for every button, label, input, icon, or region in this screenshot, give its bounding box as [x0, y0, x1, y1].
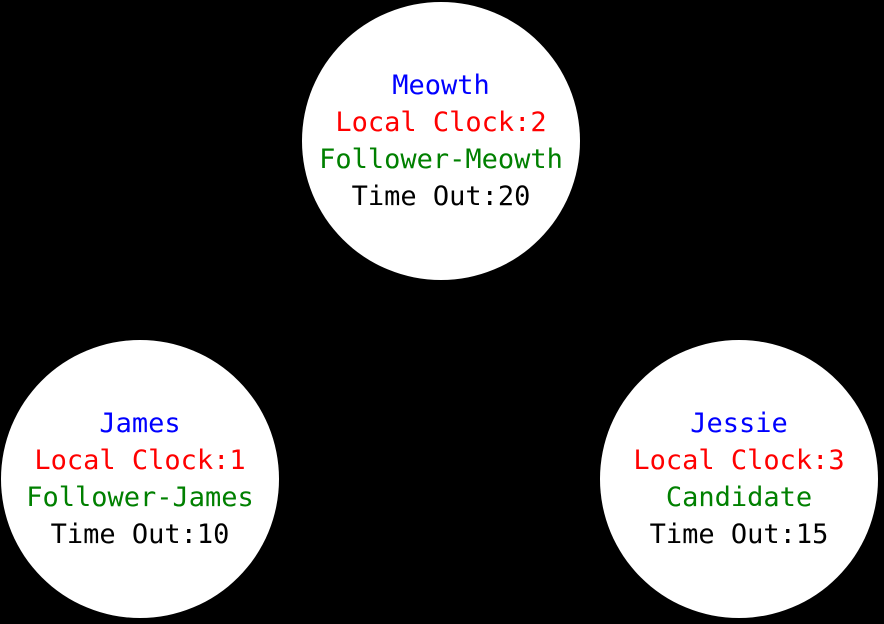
node-timeout-label: Time Out:20	[351, 181, 531, 212]
node-name-label: Jessie	[690, 408, 788, 439]
node-meowth: Meowth Local Clock:2 Follower-Meowth Tim…	[302, 2, 580, 280]
node-timeout-label: Time Out:15	[649, 519, 829, 550]
node-clock-label: Local Clock:3	[633, 445, 845, 476]
node-jessie: Jessie Local Clock:3 Candidate Time Out:…	[600, 340, 878, 618]
node-timeout-label: Time Out:10	[50, 519, 230, 550]
node-role-label: Follower-Meowth	[319, 144, 563, 175]
node-role-label: Candidate	[665, 482, 813, 513]
node-name-label: James	[99, 408, 181, 439]
node-role-label: Follower-James	[26, 482, 254, 513]
node-james: James Local Clock:1 Follower-James Time …	[1, 340, 279, 618]
node-clock-label: Local Clock:1	[34, 445, 246, 476]
node-clock-label: Local Clock:2	[335, 107, 547, 138]
node-name-label: Meowth	[392, 70, 490, 101]
